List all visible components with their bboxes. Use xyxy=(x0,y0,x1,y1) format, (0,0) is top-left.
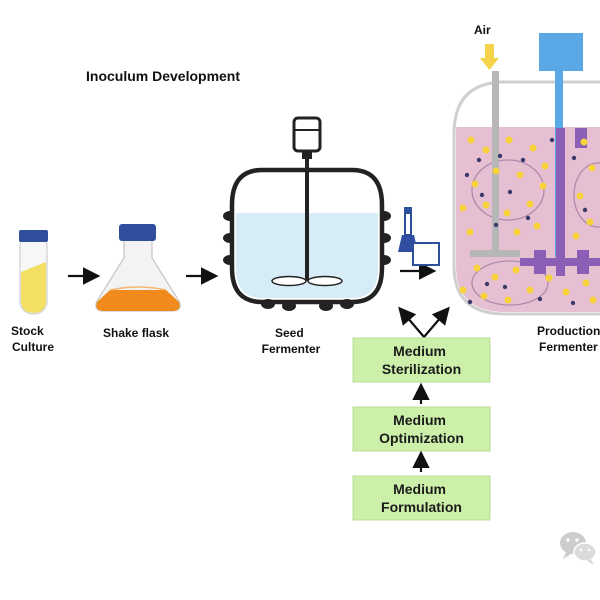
seed-fermenter xyxy=(223,116,391,311)
svg-text:Medium Formulation: Medium Formulation xyxy=(381,481,462,515)
medium-sterilization-box: Medium Sterilization xyxy=(352,337,491,383)
medium-formulation-box: Medium Formulation xyxy=(352,475,491,521)
cell-particles xyxy=(459,136,597,306)
sterilization-feed-arrows xyxy=(398,306,450,338)
stock-culture-label: Stock Culture xyxy=(11,324,54,354)
air-arrow-icon xyxy=(480,44,499,70)
svg-text:Medium Optimization: Medium Optimization xyxy=(379,412,464,446)
shake-flask-label: Shake flask xyxy=(103,326,169,340)
svg-text:Medium Sterilization: Medium Sterilization xyxy=(382,343,461,377)
stock-culture-tube xyxy=(19,230,48,315)
medium-optimization-box: Medium Optimization xyxy=(352,406,491,452)
wechat-logo-icon xyxy=(560,532,597,565)
inoculum-title: Inoculum Development xyxy=(86,68,240,84)
motor-icon xyxy=(292,116,322,153)
impeller-icon xyxy=(271,275,343,287)
air-label: Air xyxy=(474,23,491,37)
production-fermenter xyxy=(452,33,600,316)
production-fermenter-label: Production Fermenter xyxy=(537,324,600,354)
seed-fermenter-label: Seed Fermenter xyxy=(262,326,321,356)
probe-icon xyxy=(398,207,440,266)
shake-flask xyxy=(95,224,181,312)
